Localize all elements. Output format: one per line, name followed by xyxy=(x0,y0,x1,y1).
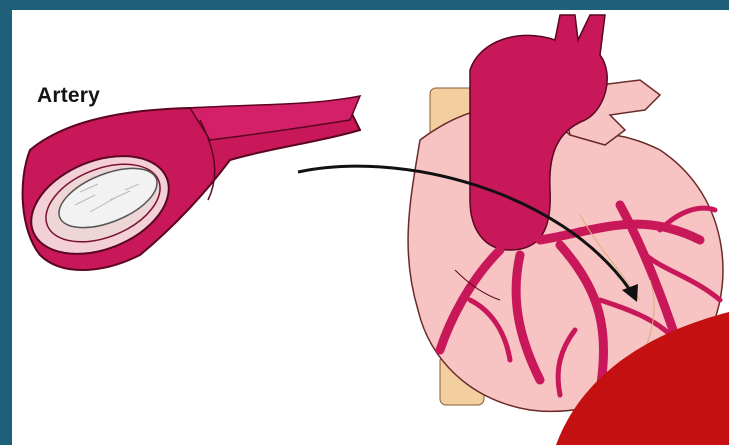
artery-label: Artery xyxy=(37,84,100,108)
artery-illustration xyxy=(17,96,360,273)
